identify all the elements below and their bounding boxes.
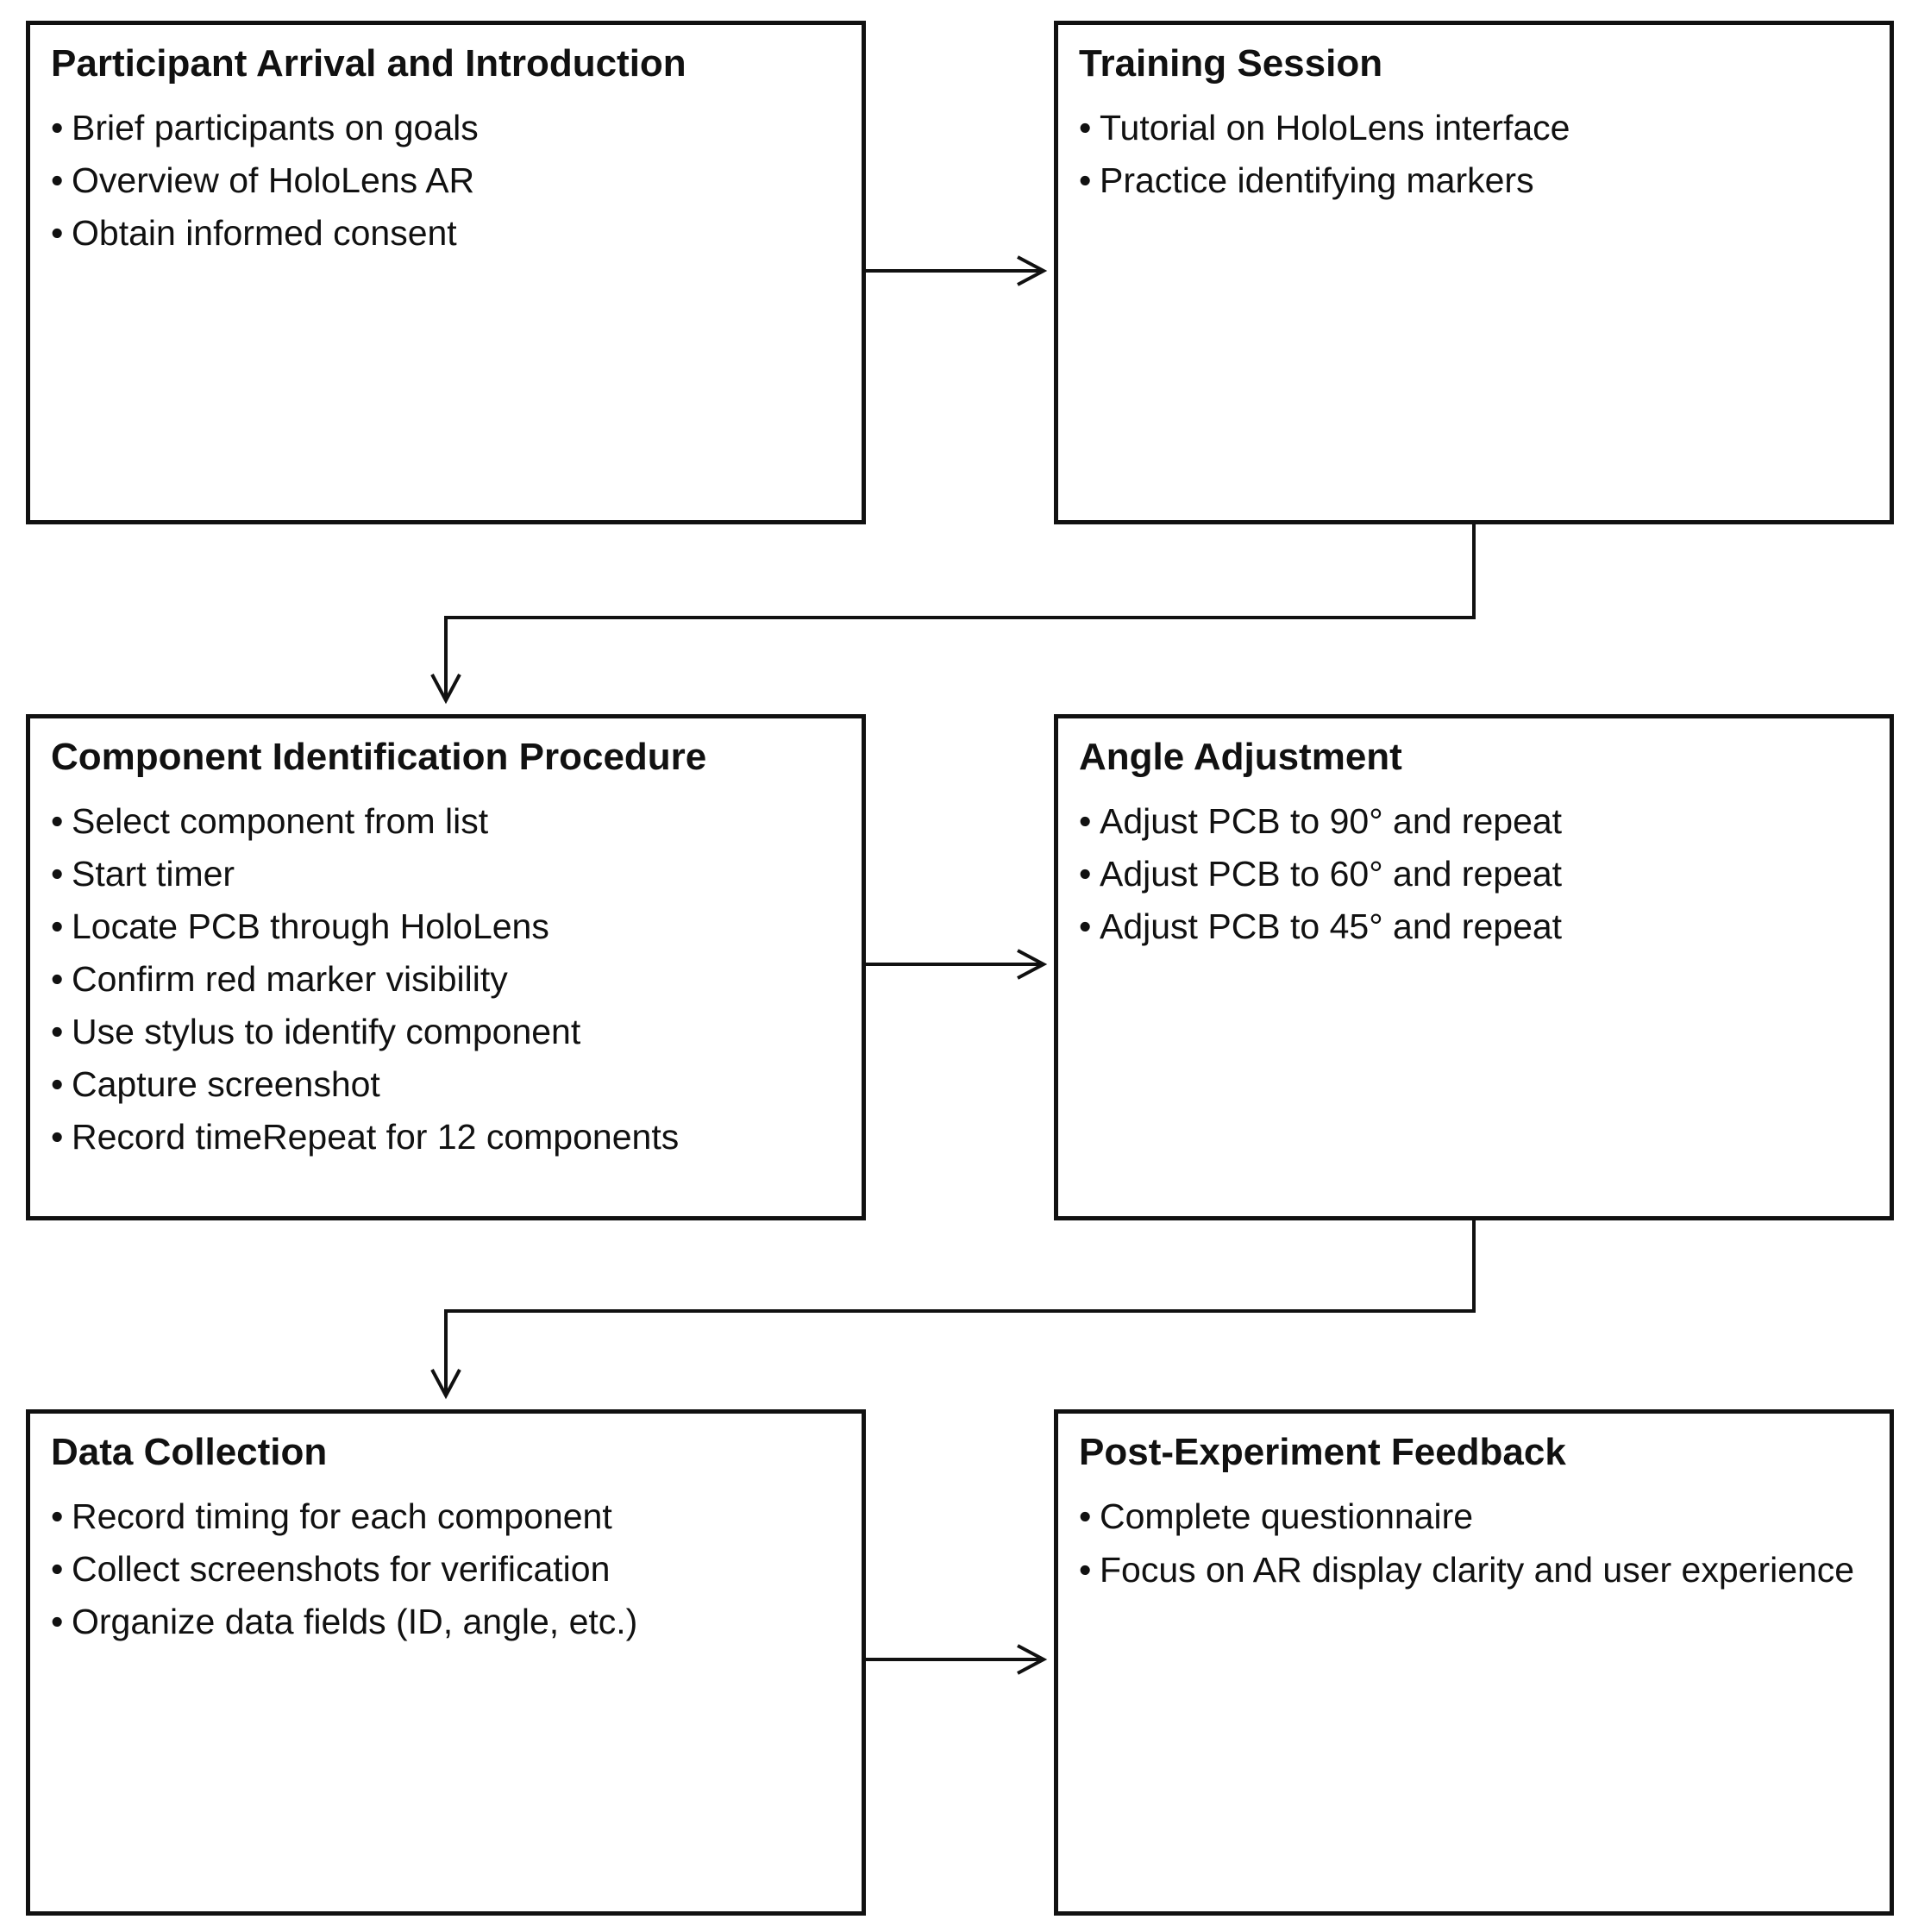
step-title: Participant Arrival and Introduction (51, 42, 686, 85)
bullet-icon: • (51, 853, 64, 894)
step-title: Post-Experiment Feedback (1079, 1431, 1566, 1473)
bullet-icon: • (1079, 107, 1092, 147)
bullet-icon: • (1079, 906, 1092, 946)
bullet-icon: • (1079, 1549, 1092, 1590)
bullet-icon: • (51, 958, 64, 999)
list-item: •Record timing for each component (51, 1490, 841, 1543)
arrow-arrival-to-training (866, 255, 1048, 286)
list-item: •Confirm red marker visibility (51, 953, 841, 1006)
step-title: Component Identification Procedure (51, 736, 707, 778)
bullet-icon: • (51, 1601, 64, 1641)
list-item: •Select component from list (51, 795, 841, 848)
list-item: •Overview of HoloLens AR (51, 154, 841, 207)
list-item: •Brief participants on goals (51, 102, 841, 154)
arrow-identification-to-angle (866, 949, 1048, 980)
list-item: •Adjust PCB to 60° and repeat (1079, 848, 1869, 900)
bullet-icon: • (51, 800, 64, 841)
list-item: •Adjust PCB to 90° and repeat (1079, 795, 1869, 848)
list-item: •Record timeRepeat for 12 components (51, 1111, 841, 1164)
step-box-angle-adjustment: Angle Adjustment •Adjust PCB to 90° and … (1054, 714, 1894, 1220)
bullet-icon: • (51, 1116, 64, 1157)
list-item: •Focus on AR display clarity and user ex… (1079, 1543, 1869, 1593)
step-list: •Record timing for each component •Colle… (51, 1490, 841, 1648)
list-item: •Tutorial on HoloLens interface (1079, 102, 1869, 154)
bullet-icon: • (51, 1063, 64, 1104)
step-box-training-session: Training Session •Tutorial on HoloLens i… (1054, 21, 1894, 524)
step-list: •Complete questionnaire •Focus on AR dis… (1079, 1490, 1869, 1593)
step-title: Data Collection (51, 1431, 328, 1473)
list-item: •Organize data fields (ID, angle, etc.) (51, 1596, 841, 1648)
list-item: •Practice identifying markers (1079, 154, 1869, 207)
arrow-training-to-identification (430, 524, 1476, 705)
step-list: •Adjust PCB to 90° and repeat •Adjust PC… (1079, 795, 1869, 953)
step-list: •Brief participants on goals •Overview o… (51, 102, 841, 260)
step-box-participant-arrival: Participant Arrival and Introduction •Br… (26, 21, 866, 524)
arrow-angle-to-data-collection (430, 1220, 1476, 1400)
bullet-icon: • (1079, 160, 1092, 200)
bullet-icon: • (51, 160, 64, 200)
bullet-icon: • (1079, 800, 1092, 841)
list-item: •Start timer (51, 848, 841, 900)
bullet-icon: • (1079, 1496, 1092, 1536)
list-item: •Collect screenshots for verification (51, 1543, 841, 1596)
list-item: •Complete questionnaire (1079, 1490, 1869, 1543)
step-box-data-collection: Data Collection •Record timing for each … (26, 1409, 866, 1916)
list-item: •Use stylus to identify component (51, 1006, 841, 1058)
bullet-icon: • (51, 1496, 64, 1536)
step-list: •Select component from list •Start timer… (51, 795, 841, 1164)
arrow-data-collection-to-feedback (866, 1644, 1048, 1675)
bullet-icon: • (51, 906, 64, 946)
list-item: •Obtain informed consent (51, 207, 841, 260)
list-item: •Adjust PCB to 45° and repeat (1079, 900, 1869, 953)
bullet-icon: • (51, 1011, 64, 1051)
list-item: •Capture screenshot (51, 1058, 841, 1111)
list-item: •Locate PCB through HoloLens (51, 900, 841, 953)
step-list: •Tutorial on HoloLens interface •Practic… (1079, 102, 1869, 207)
step-title: Training Session (1079, 42, 1383, 85)
bullet-icon: • (51, 107, 64, 147)
bullet-icon: • (51, 1548, 64, 1589)
step-box-post-experiment-feedback: Post-Experiment Feedback •Complete quest… (1054, 1409, 1894, 1916)
step-title: Angle Adjustment (1079, 736, 1402, 778)
bullet-icon: • (1079, 853, 1092, 894)
bullet-icon: • (51, 212, 64, 253)
step-box-component-identification: Component Identification Procedure •Sele… (26, 714, 866, 1220)
